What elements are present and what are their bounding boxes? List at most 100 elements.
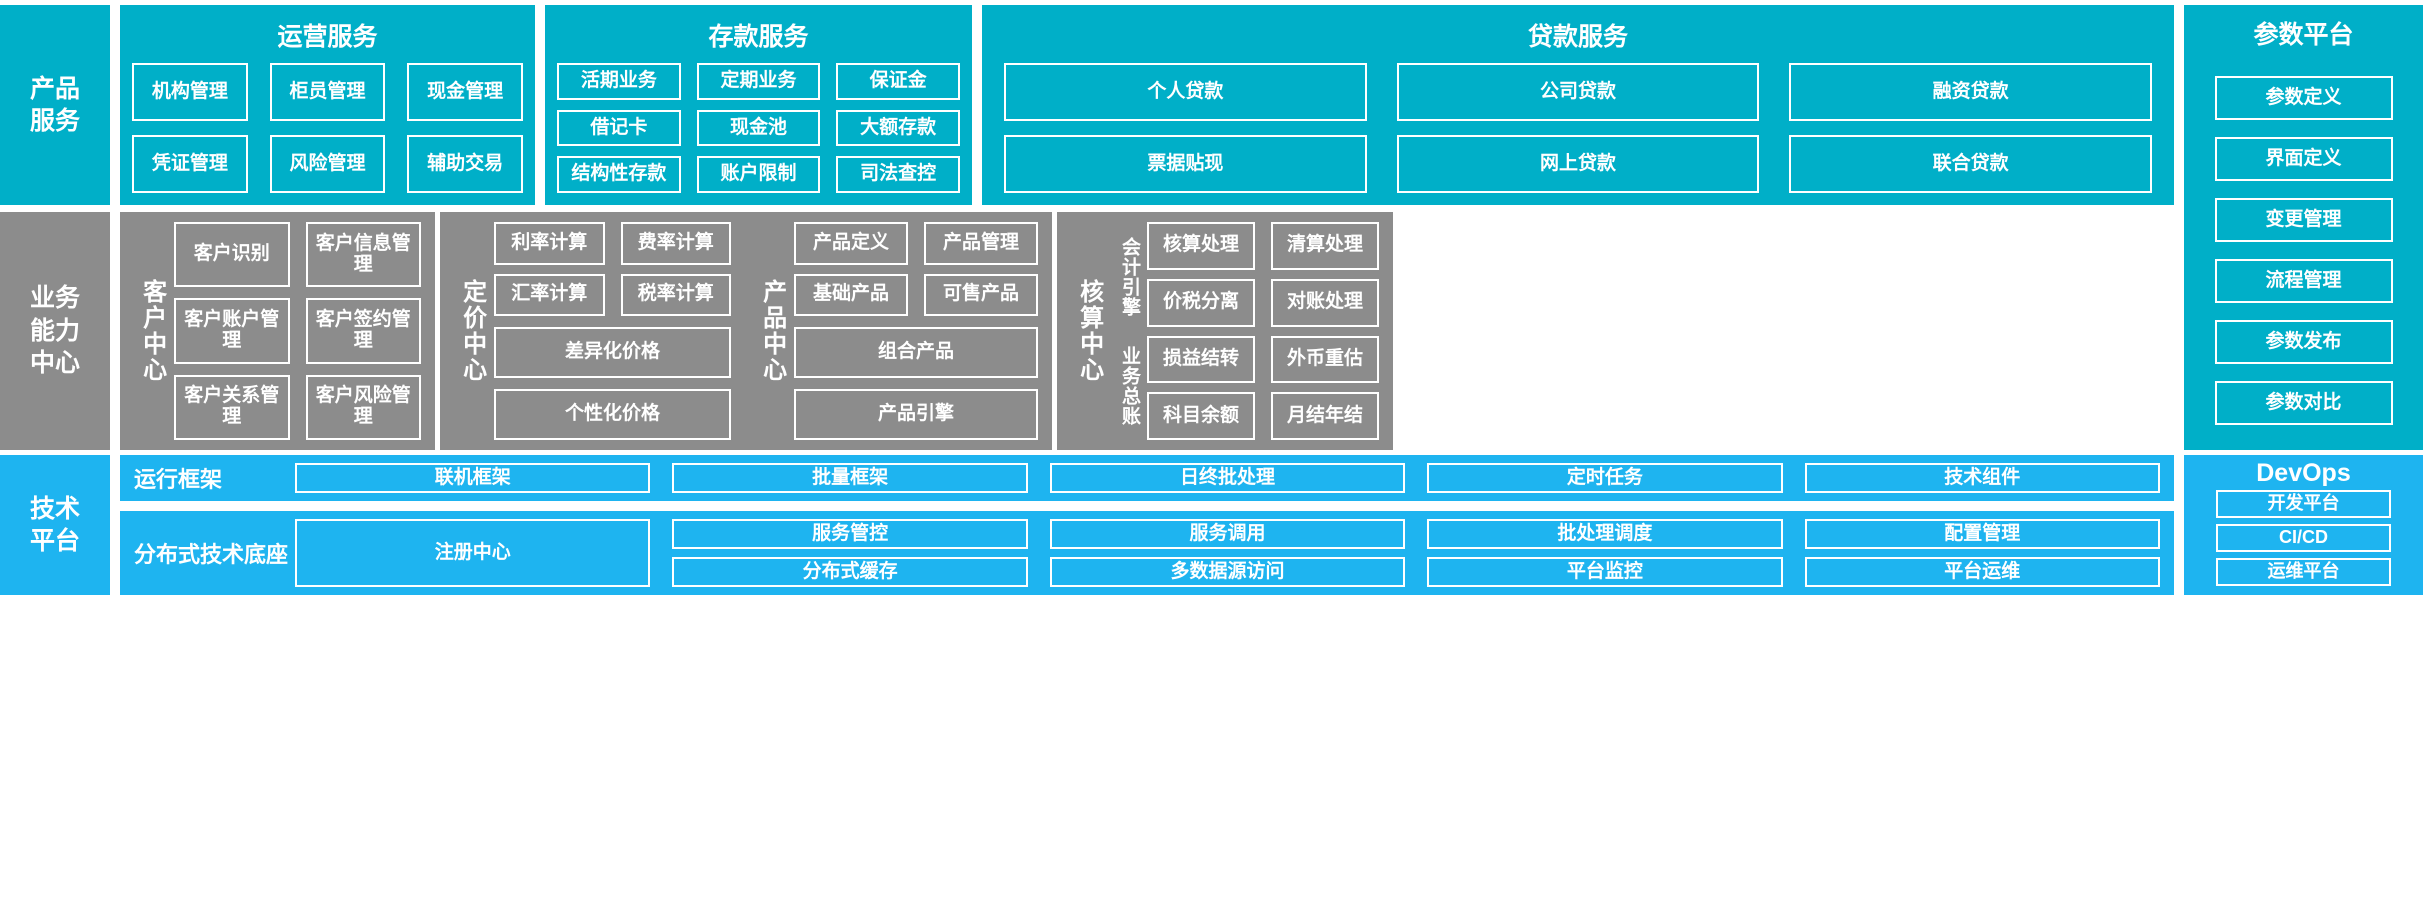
- panel-title-loan: 贷款服务: [1527, 23, 1628, 51]
- center-product: 产品中心 产品定义 产品管理 基础产品 可售产品 组合产品 产品引擎: [740, 212, 1052, 450]
- sub-label-general-ledger: 业务总账: [1118, 345, 1140, 426]
- chip-interface-definition[interactable]: 界面定义: [2214, 137, 2393, 181]
- chip-technical-component[interactable]: 技术组件: [1804, 463, 2160, 493]
- chip-financing-loan[interactable]: 融资贷款: [1789, 63, 2152, 121]
- chip-eod-batch-processing[interactable]: 日终批处理: [1049, 463, 1406, 493]
- chip-parameter-definition[interactable]: 参数定义: [2214, 76, 2393, 120]
- chip-cash-pool[interactable]: 现金池: [696, 109, 821, 147]
- chip-debit-card[interactable]: 借记卡: [557, 109, 681, 147]
- accounting-center-body: 核算处理 清算处理 价税分离 对账处理 损益结转 外币重估 科目余额 月结年结: [1147, 222, 1379, 440]
- chip-fee-rate-calc[interactable]: 费率计算: [620, 222, 731, 265]
- deposit-services-grid: 活期业务 定期业务 保证金 借记卡 现金池 大额存款 结构性存款 账户限制 司法…: [545, 53, 972, 205]
- chip-service-invocation[interactable]: 服务调用: [1049, 519, 1406, 549]
- chip-parameter-comparison[interactable]: 参数对比: [2214, 381, 2393, 425]
- panel-operation-services: 运营服务 机构管理 柜员管理 现金管理 凭证管理 风险管理 辅助交易: [120, 5, 535, 205]
- panel-title-operation: 运营服务: [277, 23, 378, 51]
- parameter-platform-items: 参数定义 界面定义 变更管理 流程管理 参数发布 参数对比: [2184, 55, 2423, 450]
- chip-registry-center[interactable]: 注册中心: [295, 519, 651, 587]
- chip-accounting-processing[interactable]: 核算处理: [1147, 222, 1255, 270]
- chip-org-management[interactable]: 机构管理: [132, 63, 248, 121]
- chip-service-governance[interactable]: 服务管控: [672, 519, 1028, 549]
- chip-platform-operations[interactable]: 平台运维: [1804, 557, 2160, 587]
- chip-cash-management[interactable]: 现金管理: [407, 63, 523, 121]
- chip-customer-account-management[interactable]: 客户账户管理: [174, 298, 290, 364]
- chip-multi-datasource-access[interactable]: 多数据源访问: [1049, 557, 1406, 587]
- product-services-rail-label: 产品服务: [0, 5, 110, 205]
- chip-scheduled-task[interactable]: 定时任务: [1427, 463, 1783, 493]
- chip-price-tax-separation[interactable]: 价税分离: [1147, 278, 1255, 327]
- col-service-invocation: 服务调用 多数据源访问: [1049, 519, 1406, 587]
- panel-title-devops: DevOps: [2256, 459, 2351, 487]
- chip-ci-cd[interactable]: CI/CD: [2216, 524, 2391, 552]
- chip-foreign-currency-revaluation[interactable]: 外币重估: [1271, 335, 1379, 384]
- chip-customer-info-management[interactable]: 客户信息管理: [305, 222, 421, 288]
- panel-title-deposit: 存款服务: [708, 23, 809, 51]
- chip-structured-deposit[interactable]: 结构性存款: [557, 156, 681, 193]
- chip-product-definition[interactable]: 产品定义: [794, 222, 908, 265]
- chip-combined-product[interactable]: 组合产品: [794, 327, 1038, 378]
- chip-development-platform[interactable]: 开发平台: [2216, 490, 2391, 518]
- chip-product-engine[interactable]: 产品引擎: [794, 389, 1038, 440]
- chip-personalized-price[interactable]: 个性化价格: [494, 389, 731, 440]
- chip-platform-monitoring[interactable]: 平台监控: [1427, 557, 1783, 587]
- chip-corporate-loan[interactable]: 公司贷款: [1396, 63, 1760, 121]
- chip-configuration-management[interactable]: 配置管理: [1804, 519, 2160, 549]
- chip-sellable-product[interactable]: 可售产品: [924, 273, 1038, 316]
- label-distributed-technology-base: 分布式技术底座: [134, 542, 289, 567]
- chip-customer-relation-management[interactable]: 客户关系管理: [174, 374, 290, 440]
- center-label-product: 产品中心: [758, 279, 786, 383]
- chip-auxiliary-transaction[interactable]: 辅助交易: [407, 135, 523, 193]
- chip-voucher-management[interactable]: 凭证管理: [132, 135, 248, 193]
- chip-account-restriction[interactable]: 账户限制: [696, 156, 821, 193]
- panel-devops: DevOps 开发平台 CI/CD 运维平台: [2184, 455, 2423, 595]
- col-batch-scheduling: 批处理调度 平台监控: [1427, 519, 1783, 587]
- chip-change-management[interactable]: 变更管理: [2214, 198, 2393, 242]
- chip-risk-management[interactable]: 风险管理: [269, 135, 386, 193]
- chip-joint-loan[interactable]: 联合贷款: [1789, 135, 2152, 193]
- chip-reconciliation-processing[interactable]: 对账处理: [1271, 278, 1379, 327]
- chip-teller-management[interactable]: 柜员管理: [269, 63, 386, 121]
- chip-exchange-rate-calc[interactable]: 汇率计算: [494, 273, 605, 316]
- chip-profit-loss-carryover[interactable]: 损益结转: [1147, 335, 1255, 384]
- business-capability-band: 业务能力中心 客户中心 客户识别 客户信息管理 客户账户管理 客户签约管理 客户…: [0, 212, 2423, 450]
- chip-differentiated-price[interactable]: 差异化价格: [494, 327, 731, 378]
- technical-platform-rail-label: 技术平台: [0, 455, 110, 595]
- chip-customer-risk-management[interactable]: 客户风险管理: [305, 374, 421, 440]
- loan-services-grid: 个人贷款 公司贷款 融资贷款 票据贴现 网上贷款 联合贷款: [982, 53, 2174, 205]
- chip-customer-contract-management[interactable]: 客户签约管理: [305, 298, 421, 364]
- chip-distributed-cache[interactable]: 分布式缓存: [672, 557, 1028, 587]
- chip-interest-rate-calc[interactable]: 利率计算: [494, 222, 605, 265]
- chip-subject-balance[interactable]: 科目余额: [1147, 392, 1255, 440]
- chip-parameter-release[interactable]: 参数发布: [2214, 320, 2393, 364]
- customer-center-body: 客户识别 客户信息管理 客户账户管理 客户签约管理 客户关系管理 客户风险管理: [174, 222, 421, 440]
- accounting-sub-labels: 会计引擎 业务总账: [1111, 222, 1147, 440]
- chip-demand-deposit[interactable]: 活期业务: [557, 63, 681, 100]
- row-runtime-framework: 运行框架 联机框架 批量框架 日终批处理 定时任务 技术组件: [120, 455, 2174, 501]
- chip-product-management[interactable]: 产品管理: [924, 222, 1038, 265]
- chip-judicial-control[interactable]: 司法查控: [836, 156, 960, 193]
- chip-online-framework[interactable]: 联机框架: [295, 463, 651, 493]
- runtime-framework-items: 联机框架 批量框架 日终批处理 定时任务 技术组件: [295, 463, 2174, 493]
- rail-text: 产品服务: [29, 74, 80, 136]
- chip-customer-identification[interactable]: 客户识别: [174, 222, 290, 288]
- sub-label-accounting-engine: 会计引擎: [1118, 236, 1140, 317]
- chip-basic-product[interactable]: 基础产品: [794, 273, 908, 316]
- center-label-customer: 客户中心: [138, 279, 166, 383]
- chip-ops-platform[interactable]: 运维平台: [2216, 558, 2391, 586]
- chip-large-deposit[interactable]: 大额存款: [836, 109, 960, 147]
- chip-batch-framework[interactable]: 批量框架: [672, 463, 1028, 493]
- product-center-body: 产品定义 产品管理 基础产品 可售产品 组合产品 产品引擎: [794, 222, 1038, 440]
- chip-process-management[interactable]: 流程管理: [2214, 259, 2393, 303]
- chip-personal-loan[interactable]: 个人贷款: [1004, 63, 1367, 121]
- chip-batch-scheduling[interactable]: 批处理调度: [1427, 519, 1783, 549]
- chip-margin-deposit[interactable]: 保证金: [836, 63, 960, 100]
- chip-time-deposit[interactable]: 定期业务: [696, 63, 821, 100]
- chip-bill-discount[interactable]: 票据贴现: [1004, 135, 1367, 193]
- panel-title-parameter-platform: 参数平台: [2253, 21, 2354, 49]
- chip-settlement-processing[interactable]: 清算处理: [1271, 222, 1379, 270]
- chip-tax-rate-calc[interactable]: 税率计算: [620, 273, 731, 316]
- chip-online-loan[interactable]: 网上贷款: [1396, 135, 1760, 193]
- chip-month-year-end-closing[interactable]: 月结年结: [1271, 392, 1379, 440]
- row-distributed-technology-base: 分布式技术底座 注册中心 服务管控 分布式缓存 服务调用 多数据源访问 批处理调…: [120, 511, 2174, 595]
